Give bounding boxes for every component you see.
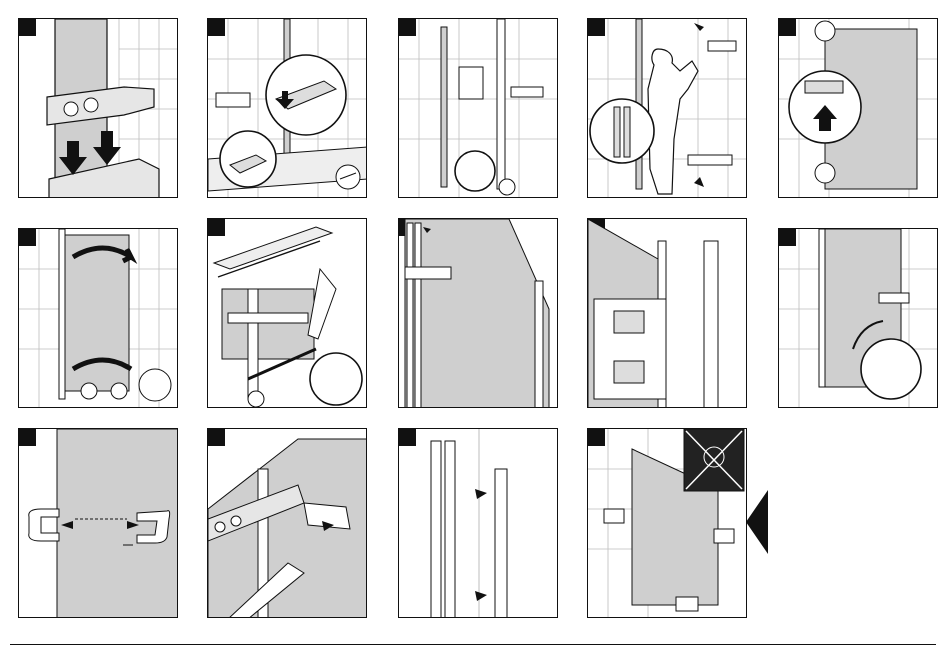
measure-tape-icon [459,67,483,99]
step-9-panel [587,218,747,408]
arrow-icon [475,591,487,601]
wall-profile-icon [497,19,505,189]
arrow-icon [694,23,704,31]
step-6-illustration [19,229,178,408]
step-4-panel [587,18,747,198]
drilling-person-icon [648,49,698,194]
step-8-panel [398,218,558,408]
step-9-illustration [588,219,747,408]
step-10-panel [778,228,938,408]
step-5-illustration [779,19,938,198]
magnifier-detail-icon [861,339,921,399]
step-10-illustration [779,229,938,408]
level-icon [336,165,360,189]
arrow-icon [475,489,487,499]
level-icon [139,369,171,401]
step-13-illustration [399,429,558,618]
step-5-panel [778,18,938,198]
step-6-panel [18,228,178,408]
step-14-panel [587,428,747,618]
magnifier-detail-icon [590,99,654,163]
step-3-panel [398,18,558,198]
seal-profile-icon [445,441,455,618]
step-1-panel [18,18,178,198]
step-11-panel [18,428,178,618]
page-bottom-rule [10,644,936,645]
step-13-panel [398,428,558,618]
step-8-illustration [399,219,558,408]
step-1-illustration [19,19,178,198]
step-12-panel [207,428,367,618]
step-2-panel [207,18,367,198]
step-14-illustration [588,429,747,618]
label-box-icon [714,529,734,543]
arrow-icon [694,177,704,187]
left-triangle-icon[interactable] [746,490,770,554]
step-7-panel [207,218,367,408]
glass-panel-icon [405,219,549,408]
magnifier-detail-icon [455,151,495,191]
step-12-illustration [208,429,367,618]
step-7-illustration [208,219,367,408]
magnifier-detail-icon [310,353,362,405]
label-box-icon [676,597,698,611]
step-3-illustration [399,19,558,198]
label-box-icon [604,509,624,523]
step-4-illustration [588,19,747,198]
door-handle-icon [29,509,59,541]
seal-profile-icon [431,441,441,618]
step-2-illustration [208,19,367,198]
step-11-illustration [19,429,178,618]
profile-rail-icon [214,227,332,269]
